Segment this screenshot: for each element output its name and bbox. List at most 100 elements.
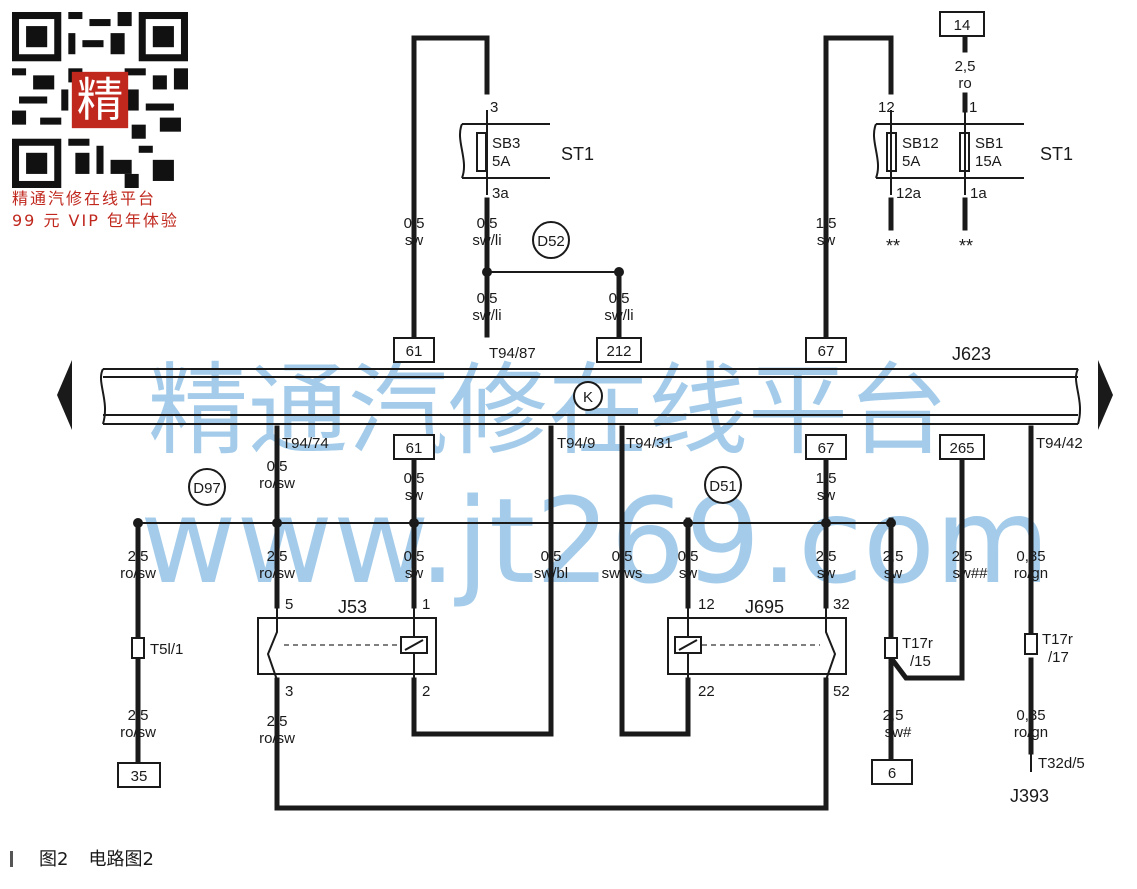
svg-text:ro/gn: ro/gn — [1014, 565, 1048, 582]
svg-text:ro/sw: ro/sw — [259, 730, 295, 747]
svg-text:2,5: 2,5 — [267, 713, 288, 730]
fuse-sb1-rating: 15A — [975, 153, 1002, 170]
lower-connectors — [131, 633, 1038, 659]
svg-text:12a: 12a — [896, 185, 922, 202]
fuse-holder-st1-right: SB12 5A SB1 15A ST1 — [873, 110, 1073, 195]
svg-text:sw: sw — [405, 487, 424, 504]
figure-caption: 图2 电路图2 — [10, 845, 154, 871]
svg-text:**: ** — [886, 236, 900, 256]
promo-block: 精 精通汽修在线平台 99 元 VIP 包年体验 — [12, 12, 190, 232]
bus-left-arrow — [57, 360, 72, 430]
box-67-bottom: 67 — [818, 440, 835, 457]
wiring-lower — [133, 425, 1034, 811]
svg-text:ro/sw: ro/sw — [120, 724, 156, 741]
lower-pin-labels: T94/74 T94/9 T94/31 T94/42 5 1 3 2 12 32… — [150, 435, 1085, 806]
box-67-top: 67 — [818, 343, 835, 360]
watermark-url: www.jt269.com — [140, 472, 1050, 610]
svg-text:T17r: T17r — [902, 635, 933, 652]
connector-t17r-15 — [884, 637, 898, 659]
svg-text:0,5: 0,5 — [609, 290, 630, 307]
svg-text:0,5: 0,5 — [477, 290, 498, 307]
svg-text:ro: ro — [958, 75, 971, 92]
caption-bar — [10, 851, 13, 867]
svg-text:T94/9: T94/9 — [557, 435, 595, 452]
svg-text:/17: /17 — [1048, 649, 1069, 666]
svg-text:1,5: 1,5 — [816, 215, 837, 232]
svg-text:0,5: 0,5 — [404, 548, 425, 565]
svg-text:T94/42: T94/42 — [1036, 435, 1083, 452]
svg-text:ro/gn: ro/gn — [1014, 724, 1048, 741]
lower-boxes: 61 67 265 3 5 6 — [117, 434, 985, 788]
fuse-sb12-label: SB12 — [902, 135, 939, 152]
fuse-holder-st1-left: SB3 5A ST1 — [459, 110, 594, 195]
svg-text:sw: sw — [405, 232, 424, 249]
svg-text:T32d/5: T32d/5 — [1038, 755, 1085, 772]
svg-text:3: 3 — [285, 683, 293, 700]
connector-t5l-1 — [131, 637, 145, 659]
svg-text:T17r: T17r — [1042, 631, 1073, 648]
caption-title: 电路图2 — [88, 849, 154, 870]
fuse-sb12-rating: 5A — [902, 153, 920, 170]
svg-text:**: ** — [959, 236, 973, 256]
control-unit-j623-label: J623 — [952, 344, 991, 364]
svg-text:2,5: 2,5 — [955, 58, 976, 75]
box-61-top: 61 — [406, 343, 423, 360]
svg-text:1,5: 1,5 — [816, 470, 837, 487]
svg-text:2,5: 2,5 — [816, 548, 837, 565]
svg-text:sw: sw — [817, 232, 836, 249]
svg-text:sw: sw — [884, 565, 903, 582]
bus-right-arrow — [1098, 360, 1113, 430]
svg-text:2,5: 2,5 — [128, 548, 149, 565]
circle-k: K — [583, 389, 593, 406]
fuse-sb3-label: SB3 — [492, 135, 520, 152]
svg-text:2,5: 2,5 — [883, 548, 904, 565]
svg-text:sw/bl: sw/bl — [534, 565, 568, 582]
promo-line-2: 99 元 VIP 包年体验 — [12, 211, 179, 230]
relay-j695: J695 — [667, 597, 847, 681]
box-61-bottom: 61 — [406, 440, 423, 457]
svg-text:sw##: sw## — [952, 565, 988, 582]
box-14: 14 — [954, 17, 971, 34]
lower-wire-labels: 0,5 ro/sw 0,5 sw 1,5 sw 2,5 ro/sw 2,5 ro… — [120, 458, 1048, 747]
svg-text:2,5: 2,5 — [952, 548, 973, 565]
svg-text:22: 22 — [698, 683, 715, 700]
svg-text:2: 2 — [422, 683, 430, 700]
promo-line-1: 精通汽修在线平台 — [12, 189, 157, 208]
svg-text:sw/ws: sw/ws — [602, 565, 643, 582]
svg-text:/15: /15 — [910, 653, 931, 670]
svg-text:sw: sw — [405, 565, 424, 582]
svg-text:5: 5 — [285, 596, 293, 613]
control-unit-j393-label: J393 — [1010, 786, 1049, 806]
svg-text:0,35: 0,35 — [1016, 548, 1045, 565]
bus-j623 — [57, 360, 1113, 430]
fuse-sb1-label: SB1 — [975, 135, 1003, 152]
qr-code-image: 精 — [12, 12, 188, 188]
box-212: 212 — [606, 343, 631, 360]
svg-text:0,5: 0,5 — [678, 548, 699, 565]
svg-text:2,5: 2,5 — [128, 707, 149, 724]
svg-text:sw#: sw# — [885, 724, 912, 741]
box-6: 6 — [888, 765, 896, 782]
connector-st1-right-label: ST1 — [1040, 144, 1073, 164]
svg-text:0,35: 0,35 — [1016, 707, 1045, 724]
callout-circles: D52 K D97 D51 — [188, 221, 742, 506]
svg-text:sw/li: sw/li — [472, 232, 501, 249]
caption-figure-number: 图2 — [39, 849, 69, 870]
svg-text:0,5: 0,5 — [477, 215, 498, 232]
svg-text:0,5: 0,5 — [541, 548, 562, 565]
svg-text:12: 12 — [878, 99, 895, 116]
svg-text:0,5: 0,5 — [404, 470, 425, 487]
relay-j53: J53 — [257, 597, 437, 681]
top-labels: 3 3a 12 1 12a 1a T94/87 0,5 sw 0,5 sw/li… — [404, 58, 991, 364]
svg-text:0,5: 0,5 — [267, 458, 288, 475]
svg-text:sw: sw — [817, 565, 836, 582]
svg-text:3: 3 — [490, 99, 498, 116]
svg-text:T5l/1: T5l/1 — [150, 641, 183, 658]
svg-text:T94/87: T94/87 — [489, 345, 536, 362]
svg-text:1: 1 — [422, 596, 430, 613]
svg-text:ro/sw: ro/sw — [259, 565, 295, 582]
circle-d97: D97 — [193, 480, 221, 497]
svg-text:1: 1 — [969, 99, 977, 116]
box-265: 265 — [949, 440, 974, 457]
qr-center-glyph: 精 — [77, 73, 123, 127]
